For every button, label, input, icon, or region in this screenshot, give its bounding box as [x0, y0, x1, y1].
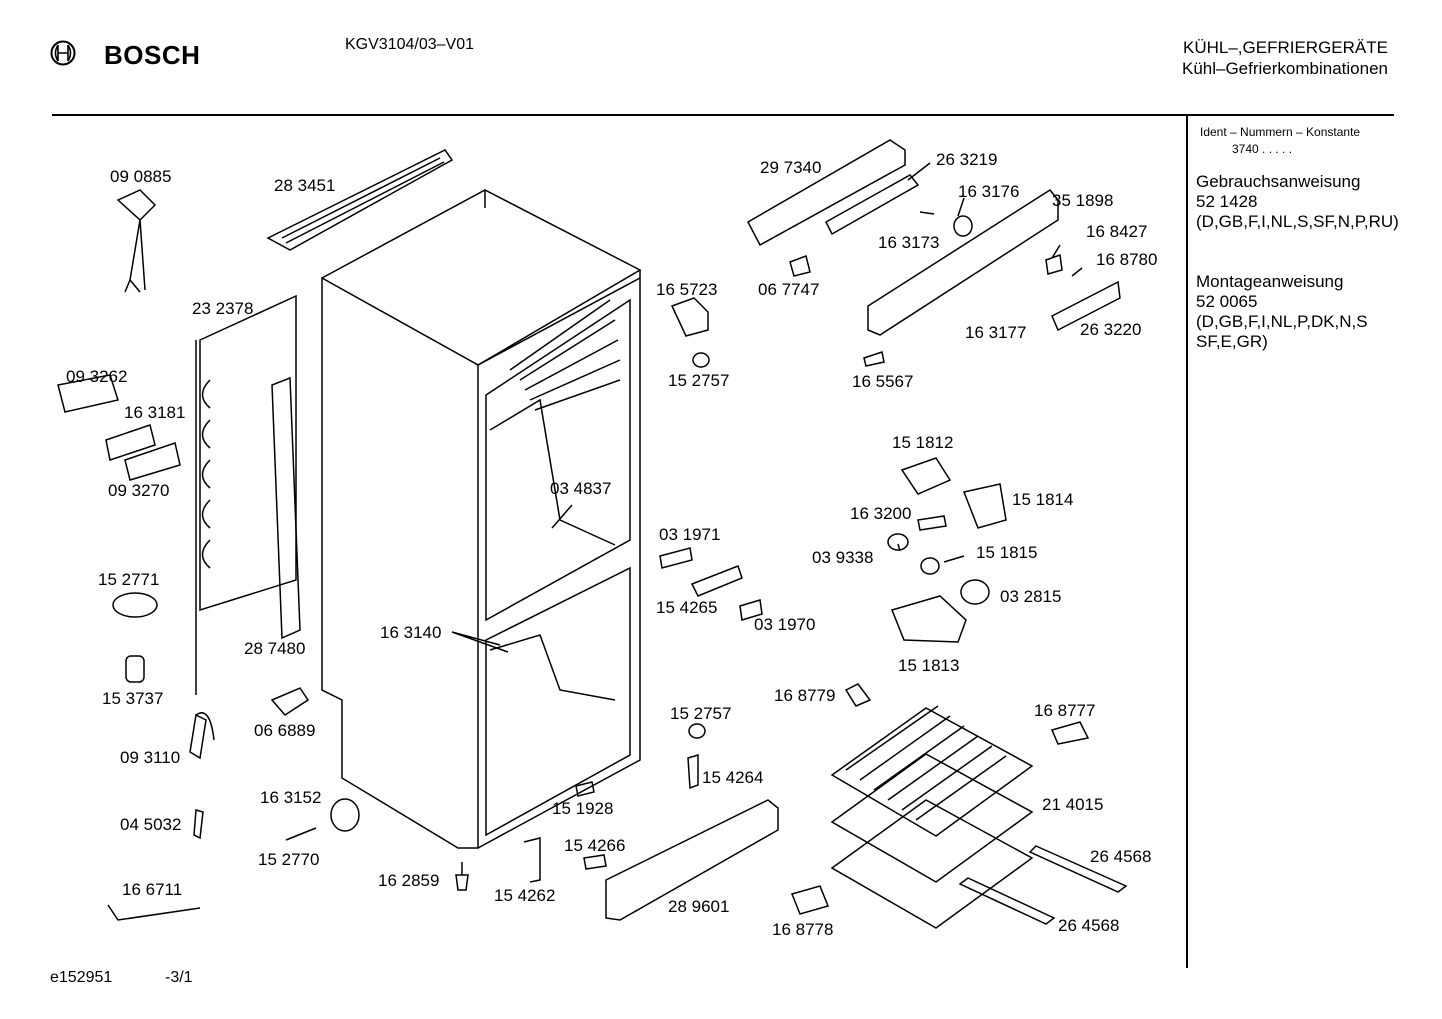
part-number-label: 15 1814 — [1012, 490, 1073, 509]
condenser-coil — [195, 294, 297, 695]
part-number-label: 26 4568 — [1058, 916, 1119, 935]
part-number-label: 06 6889 — [254, 721, 315, 740]
top-vent-grille — [266, 149, 454, 251]
part-number-label: 23 2378 — [192, 299, 253, 318]
brand-name: BOSCH — [104, 40, 201, 70]
part-number-label: 28 9601 — [668, 897, 729, 916]
part-number-label: 03 1970 — [754, 615, 815, 634]
part-number-label: 16 6711 — [122, 880, 182, 899]
part-number-label: 15 4264 — [702, 768, 763, 787]
part-number-label: 28 7480 — [244, 639, 305, 658]
manual-number: 52 0065 — [1196, 292, 1258, 311]
part-number-label: 16 8777 — [1034, 701, 1095, 720]
part-number-label: 15 2770 — [258, 850, 319, 869]
part-number-label: 16 3140 — [380, 623, 441, 642]
ident-title: Ident – Nummern – Konstante — [1200, 125, 1361, 139]
part-number-label: 09 3110 — [120, 748, 180, 767]
part-labels: 09 0885 28 3451 23 2378 09 3262 16 3181 09 32… — [66, 150, 1157, 939]
bosch-logo-icon — [50, 40, 76, 66]
part-number-label: 15 4265 — [656, 598, 717, 617]
part-number-label: 15 4266 — [564, 836, 625, 855]
part-number-label: 15 1812 — [892, 433, 953, 452]
part-number-label: 03 9338 — [812, 548, 873, 567]
part-number-label: 03 1971 — [659, 525, 720, 544]
part-number-label: 06 7747 — [758, 280, 819, 299]
part-number-label: 16 3177 — [965, 323, 1026, 342]
part-number-label: 16 8779 — [774, 686, 835, 705]
part-number-label: 26 4568 — [1090, 847, 1151, 866]
part-number-label: 16 5723 — [656, 280, 717, 299]
part-number-label: 09 3262 — [66, 367, 127, 386]
part-number-label: 16 8780 — [1096, 250, 1157, 269]
manual-languages: (D,GB,F,I,NL,P,DK,N,S SF,E,GR) — [1196, 312, 1368, 351]
part-number-label: 26 3219 — [936, 150, 997, 169]
part-number-label: 03 4837 — [550, 479, 611, 498]
part-number-label: 16 2859 — [378, 871, 439, 890]
manual-title: Gebrauchsanweisung — [1196, 172, 1361, 191]
part-number-label: 28 3451 — [274, 176, 335, 195]
part-number-label: 09 0885 — [110, 167, 171, 186]
part-number-label: 16 8778 — [772, 920, 833, 939]
part-number-label: 35 1898 — [1052, 191, 1113, 210]
part-number-label: 26 3220 — [1080, 320, 1141, 339]
manual-title: Montageanweisung — [1196, 272, 1344, 291]
part-number-label: 15 4262 — [494, 886, 555, 905]
part-number-label: 16 3181 — [124, 403, 185, 422]
cabinet-housing — [321, 189, 642, 849]
side-rail — [271, 376, 301, 640]
drawing-id: e152951 — [50, 969, 113, 986]
page-number: -3/1 — [165, 969, 193, 986]
part-number-label: 04 5032 — [120, 815, 181, 834]
part-number-label: 03 2815 — [1000, 587, 1061, 606]
part-number-label: 15 1928 — [552, 799, 613, 818]
category-title: KÜHL–,GEFRIERGERÄTE — [1183, 38, 1388, 57]
part-number-label: 16 3200 — [850, 504, 911, 523]
manual-number: 52 1428 — [1196, 192, 1258, 211]
part-number-label: 16 3176 — [958, 182, 1019, 201]
part-number-label: 15 1813 — [898, 656, 959, 675]
part-number-label: 15 2757 — [668, 371, 729, 390]
part-number-label: 16 5567 — [852, 372, 913, 391]
part-number-label: 21 4015 — [1042, 795, 1103, 814]
part-number-label: 15 2757 — [670, 704, 731, 723]
part-number-label: 29 7340 — [760, 158, 821, 177]
part-number-label: 15 2771 — [98, 570, 159, 589]
part-number-label: 15 1815 — [976, 543, 1037, 562]
model-number: KGV3104/03–V01 — [345, 36, 474, 53]
header-divider — [52, 114, 1394, 116]
part-number-label: 16 8427 — [1086, 222, 1147, 241]
part-number-label: 16 3173 — [878, 233, 939, 252]
sidebar-divider — [1186, 116, 1188, 968]
part-number-label: 16 3152 — [260, 788, 321, 807]
part-number-label: 09 3270 — [108, 481, 169, 500]
category-subtitle: Kühl–Gefrierkombinationen — [1181, 59, 1388, 78]
manual-languages: (D,GB,F,I,NL,S,SF,N,P,RU) — [1196, 212, 1399, 231]
ident-value: 3740 . . . . . — [1232, 142, 1293, 156]
power-plug — [116, 189, 157, 293]
part-number-label: 15 3737 — [102, 689, 163, 708]
